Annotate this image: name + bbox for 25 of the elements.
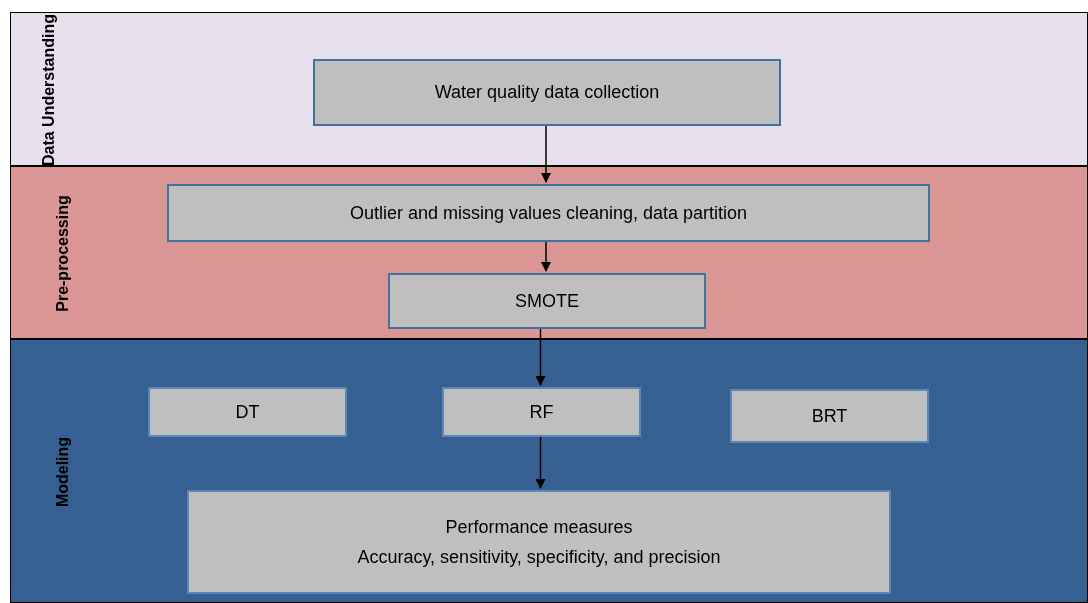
process-box [388,273,706,329]
arrow [535,435,546,489]
box-text: BRT [811,404,848,428]
lane-heading: Pre-processing [53,195,72,312]
process-box [167,184,930,242]
arrow [541,240,551,272]
lane-heading: Modeling [53,436,72,508]
box-text: Accuracy, sensitivity, specificity, and precision [357,546,721,569]
box-text: SMOTE [515,289,579,313]
box-text: RF [529,400,554,424]
box-text: Water quality data collection [434,81,660,104]
box-text: Outlier and missing values cleaning, data partition [349,201,748,225]
swimlane-band [10,12,1088,166]
process-box [313,59,781,126]
arrow [535,327,546,386]
box-text: Performance measures [445,515,633,538]
swimlane-band [10,166,1088,339]
process-box [442,387,641,437]
arrow [541,124,551,183]
box-text: DT [235,400,260,424]
process-box [187,490,891,594]
lane-heading: Data Understanding [39,14,58,166]
process-box [730,389,929,443]
swimlane-band [10,339,1088,603]
process-box [148,387,347,437]
